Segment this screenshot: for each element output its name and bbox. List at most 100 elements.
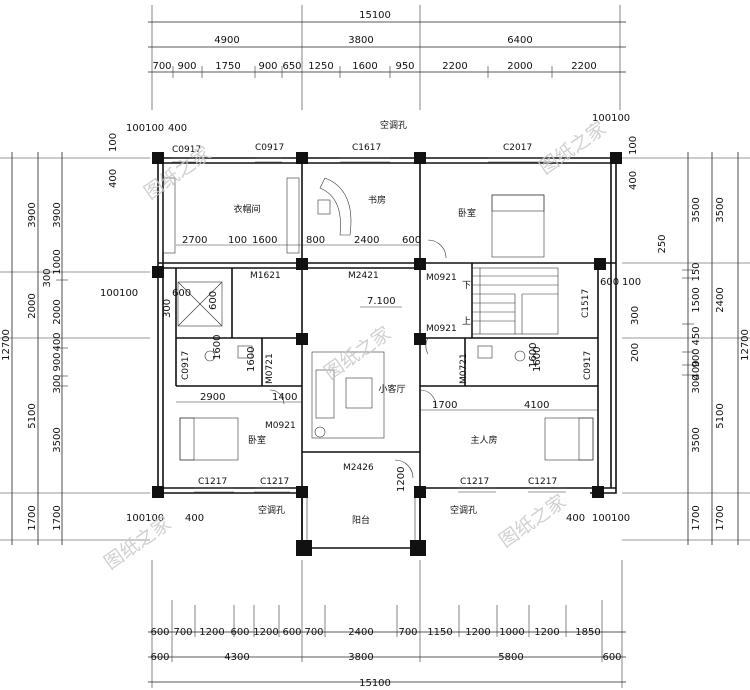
stair: 下 上 [462,267,559,335]
left-dim2-5100: 5100 [27,403,38,428]
idim-400-br: 400 [566,513,585,524]
left-dim2-2000: 2000 [27,293,38,318]
idim-600a: 600 [402,235,421,246]
idim-100: 100 [228,235,247,246]
bottom-dim2-5800: 5800 [498,652,523,663]
right-dim-450: 450 [691,326,702,345]
idim-1600b: 1600 [246,347,257,372]
idim-400-bl: 400 [185,513,204,524]
top-dim-650: 650 [282,61,301,72]
right-dim2-5100: 5100 [715,403,726,428]
left-dimensions: 12700 3900 2000 5100 1700 3900 1000 300 … [0,152,150,545]
left-dim-1000: 1000 [52,249,63,274]
idim-300: 300 [162,299,173,318]
room-balcony: 阳台 [352,514,370,526]
right-dim-300: 300 [691,374,702,393]
right-dimensions: 3500 250 150 1500 450 900 400 300 3500 1… [622,152,750,545]
idim-100-tr: 100 [628,136,639,155]
bottom-dim-2400: 2400 [348,627,373,638]
right-dim-900: 900 [691,348,702,367]
bottom-dimensions: 600 700 1200 600 1200 600 700 2400 700 1… [148,560,626,689]
window-c0917-a: C0917 [172,145,201,155]
ac-hole-bottom-right: 空调孔 [450,504,477,516]
door-m2421: M2421 [348,271,379,281]
bottom-dim-600: 600 [150,627,169,638]
bottom-dim-1200d: 1200 [534,627,559,638]
top-dim-950: 950 [395,61,414,72]
bottom-dim-600c: 600 [282,627,301,638]
interior-dimensions: 2700 100 1600 800 2400 600 600 100100 30… [100,113,641,524]
idim-4100: 4100 [524,400,549,411]
bottom-dim-1150: 1150 [427,627,452,638]
right-dim-150: 150 [691,262,702,281]
room-bedroom-sw: 卧室 [248,434,266,446]
window-c0917-c: C0917 [181,351,191,380]
idim-400-tr: 400 [628,171,639,190]
right-dim2-1700: 1700 [715,505,726,530]
top-dim-1250: 1250 [308,61,333,72]
idim-600c: 600 [600,277,619,288]
bottom-dim2-4300: 4300 [224,652,249,663]
top-total-dim: 15100 [359,10,391,21]
idim-1600: 1600 [252,235,277,246]
top-dim-2200b: 2200 [571,61,596,72]
idim-600-left: 600 [172,288,191,299]
door-m2426: M2426 [343,463,374,473]
bottom-dim-1200: 1200 [199,627,224,638]
room-living: 小客厅 [378,383,405,395]
door-m0721-a: M0721 [265,353,275,384]
window-c1617: C1617 [352,143,381,153]
idim-1600c: 1600 [532,347,543,372]
door-m0921-a: M0921 [426,273,457,283]
bottom-dim-700c: 700 [398,627,417,638]
shaft [177,281,223,327]
top-dim-4900: 4900 [214,35,239,46]
top-dim-1750: 1750 [215,61,240,72]
idim-100100-bl: 100100 [126,513,164,524]
right-dim2-2400: 2400 [715,287,726,312]
window-c1517: C1517 [581,289,591,318]
left-dim-2000: 2000 [52,299,63,324]
right-dim-250: 250 [657,234,668,253]
left-dim-3900: 3900 [52,202,63,227]
left-dim-3500: 3500 [52,427,63,452]
idim-2700: 2700 [182,235,207,246]
watermark-2: 图纸之家 [535,117,610,179]
idim-1700: 1700 [432,400,457,411]
left-dim-300: 300 [42,268,53,287]
idim-2900: 2900 [200,392,225,403]
idim-100100-br: 100100 [592,513,630,524]
bottom-dim2-600b: 600 [602,652,621,663]
right-dim-400: 400 [691,360,702,379]
bottom-dim2-3800: 3800 [348,652,373,663]
top-dim-2200: 2200 [442,61,467,72]
idim-200: 200 [630,343,641,362]
left-total-dim: 12700 [1,329,12,361]
door-m0721-b: M0721 [459,353,469,384]
top-dim-6400: 6400 [507,35,532,46]
left-dim-300b: 300 [52,374,63,393]
window-c0917-d: C0917 [583,351,593,380]
top-dim-700: 700 [152,61,171,72]
columns [152,152,622,556]
bottom-dim-700: 700 [173,627,192,638]
bottom-dim2-600: 600 [150,652,169,663]
left-dim2-1700: 1700 [27,505,38,530]
bottom-total-dim: 15100 [359,678,391,689]
ac-hole-top: 空调孔 [380,119,407,131]
idim-100100-tl: 100100 [126,123,164,134]
right-dim-1500: 1500 [691,287,702,312]
door-m1621: M1621 [250,271,281,281]
idim-1600e: 1600 [528,343,539,368]
idim-100-tl: 100 [108,133,119,152]
room-cloakroom: 衣帽间 [233,203,260,215]
idim-1600d: 1600 [212,335,223,360]
top-dim-900b: 900 [258,61,277,72]
bottom-dim-1000: 1000 [499,627,524,638]
top-dim-2000: 2000 [507,61,532,72]
idim-100100-left: 100100 [100,288,138,299]
door-m0921-c: M0921 [265,421,296,431]
level-mark: 7.100 [367,296,396,307]
room-master: 主人房 [470,434,497,446]
